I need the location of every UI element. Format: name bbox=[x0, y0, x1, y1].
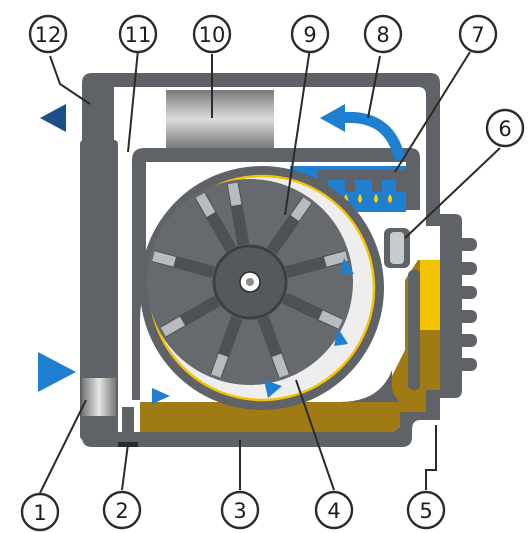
exhaust-flow-arrow-icon bbox=[320, 104, 345, 132]
callout-5: 5 bbox=[406, 490, 446, 530]
callout-circle bbox=[28, 14, 68, 54]
callout-number: 5 bbox=[419, 499, 432, 523]
exhaust-flow-curve bbox=[337, 111, 406, 162]
callout-7: 7 bbox=[458, 14, 498, 54]
rotor-vane bbox=[257, 315, 290, 379]
inlet-small-arrow-icon bbox=[152, 388, 170, 404]
callout-number: 9 bbox=[303, 23, 316, 47]
callout-11: 11 bbox=[118, 14, 158, 54]
callout-12: 12 bbox=[28, 14, 68, 54]
callout-3: 3 bbox=[220, 490, 260, 530]
rotor-vane bbox=[160, 295, 221, 338]
callout-number: 1 bbox=[33, 501, 46, 525]
oil-return-pipe bbox=[408, 270, 420, 390]
oil-sight-glass bbox=[420, 260, 440, 330]
exhaust-valve bbox=[318, 170, 406, 192]
rotor-vane bbox=[226, 182, 250, 246]
rotor bbox=[147, 179, 353, 385]
rotor-vane bbox=[281, 292, 344, 330]
callout-circle bbox=[20, 492, 60, 532]
callout-8: 8 bbox=[363, 14, 403, 54]
callout-circle bbox=[220, 490, 260, 530]
callout-number: 3 bbox=[233, 499, 246, 523]
callout-circle bbox=[102, 490, 142, 530]
callout-4: 4 bbox=[314, 490, 354, 530]
callout-10: 10 bbox=[192, 14, 232, 54]
callout-circle bbox=[314, 490, 354, 530]
callout-number: 8 bbox=[376, 23, 389, 47]
callout-number: 11 bbox=[125, 23, 152, 47]
rotor-vane bbox=[285, 250, 349, 278]
callout-6: 6 bbox=[485, 108, 525, 148]
leader-lines bbox=[39, 47, 501, 494]
exhaust-port-stub bbox=[84, 104, 96, 134]
inlet-arrow-icon bbox=[38, 352, 76, 392]
rotor-vane bbox=[151, 250, 215, 278]
rotation-arrow-icon-1 bbox=[264, 380, 282, 398]
float-valve bbox=[384, 228, 420, 390]
callout-9: 9 bbox=[290, 14, 330, 54]
intake-filter bbox=[82, 378, 116, 416]
callout-number: 2 bbox=[115, 499, 128, 523]
cooling-fins bbox=[455, 238, 477, 371]
callout-number: 7 bbox=[471, 23, 484, 47]
callout-number: 10 bbox=[199, 23, 226, 47]
gas-ballast-valve bbox=[122, 407, 134, 443]
exhaust-filter bbox=[166, 90, 274, 148]
flow-arrows bbox=[38, 104, 406, 404]
callout-circle bbox=[458, 14, 498, 54]
callout-circle bbox=[290, 14, 330, 54]
rotor-vane bbox=[266, 196, 313, 255]
shaft-center bbox=[246, 278, 254, 286]
rotation-arrow-icon-2 bbox=[334, 328, 348, 346]
rotor-vane bbox=[210, 315, 243, 379]
outlet-arrow-icon bbox=[40, 104, 66, 132]
callout-circle bbox=[485, 108, 525, 148]
rotor-vanes bbox=[151, 182, 349, 379]
intake-pipe bbox=[80, 140, 118, 440]
callout-circle bbox=[118, 14, 158, 54]
callout-1: 1 bbox=[20, 492, 60, 532]
callout-number: 4 bbox=[327, 499, 340, 523]
intake-column bbox=[80, 104, 118, 440]
callout-circle bbox=[406, 490, 446, 530]
rotation-arrow-icon-3 bbox=[340, 258, 354, 274]
callout-number: 12 bbox=[35, 23, 62, 47]
stator-base bbox=[140, 370, 400, 402]
callout-number: 6 bbox=[498, 117, 511, 141]
callout-2: 2 bbox=[102, 490, 142, 530]
rotor-vane bbox=[194, 192, 237, 253]
callout-circle bbox=[363, 14, 403, 54]
callout-circle bbox=[192, 14, 232, 54]
